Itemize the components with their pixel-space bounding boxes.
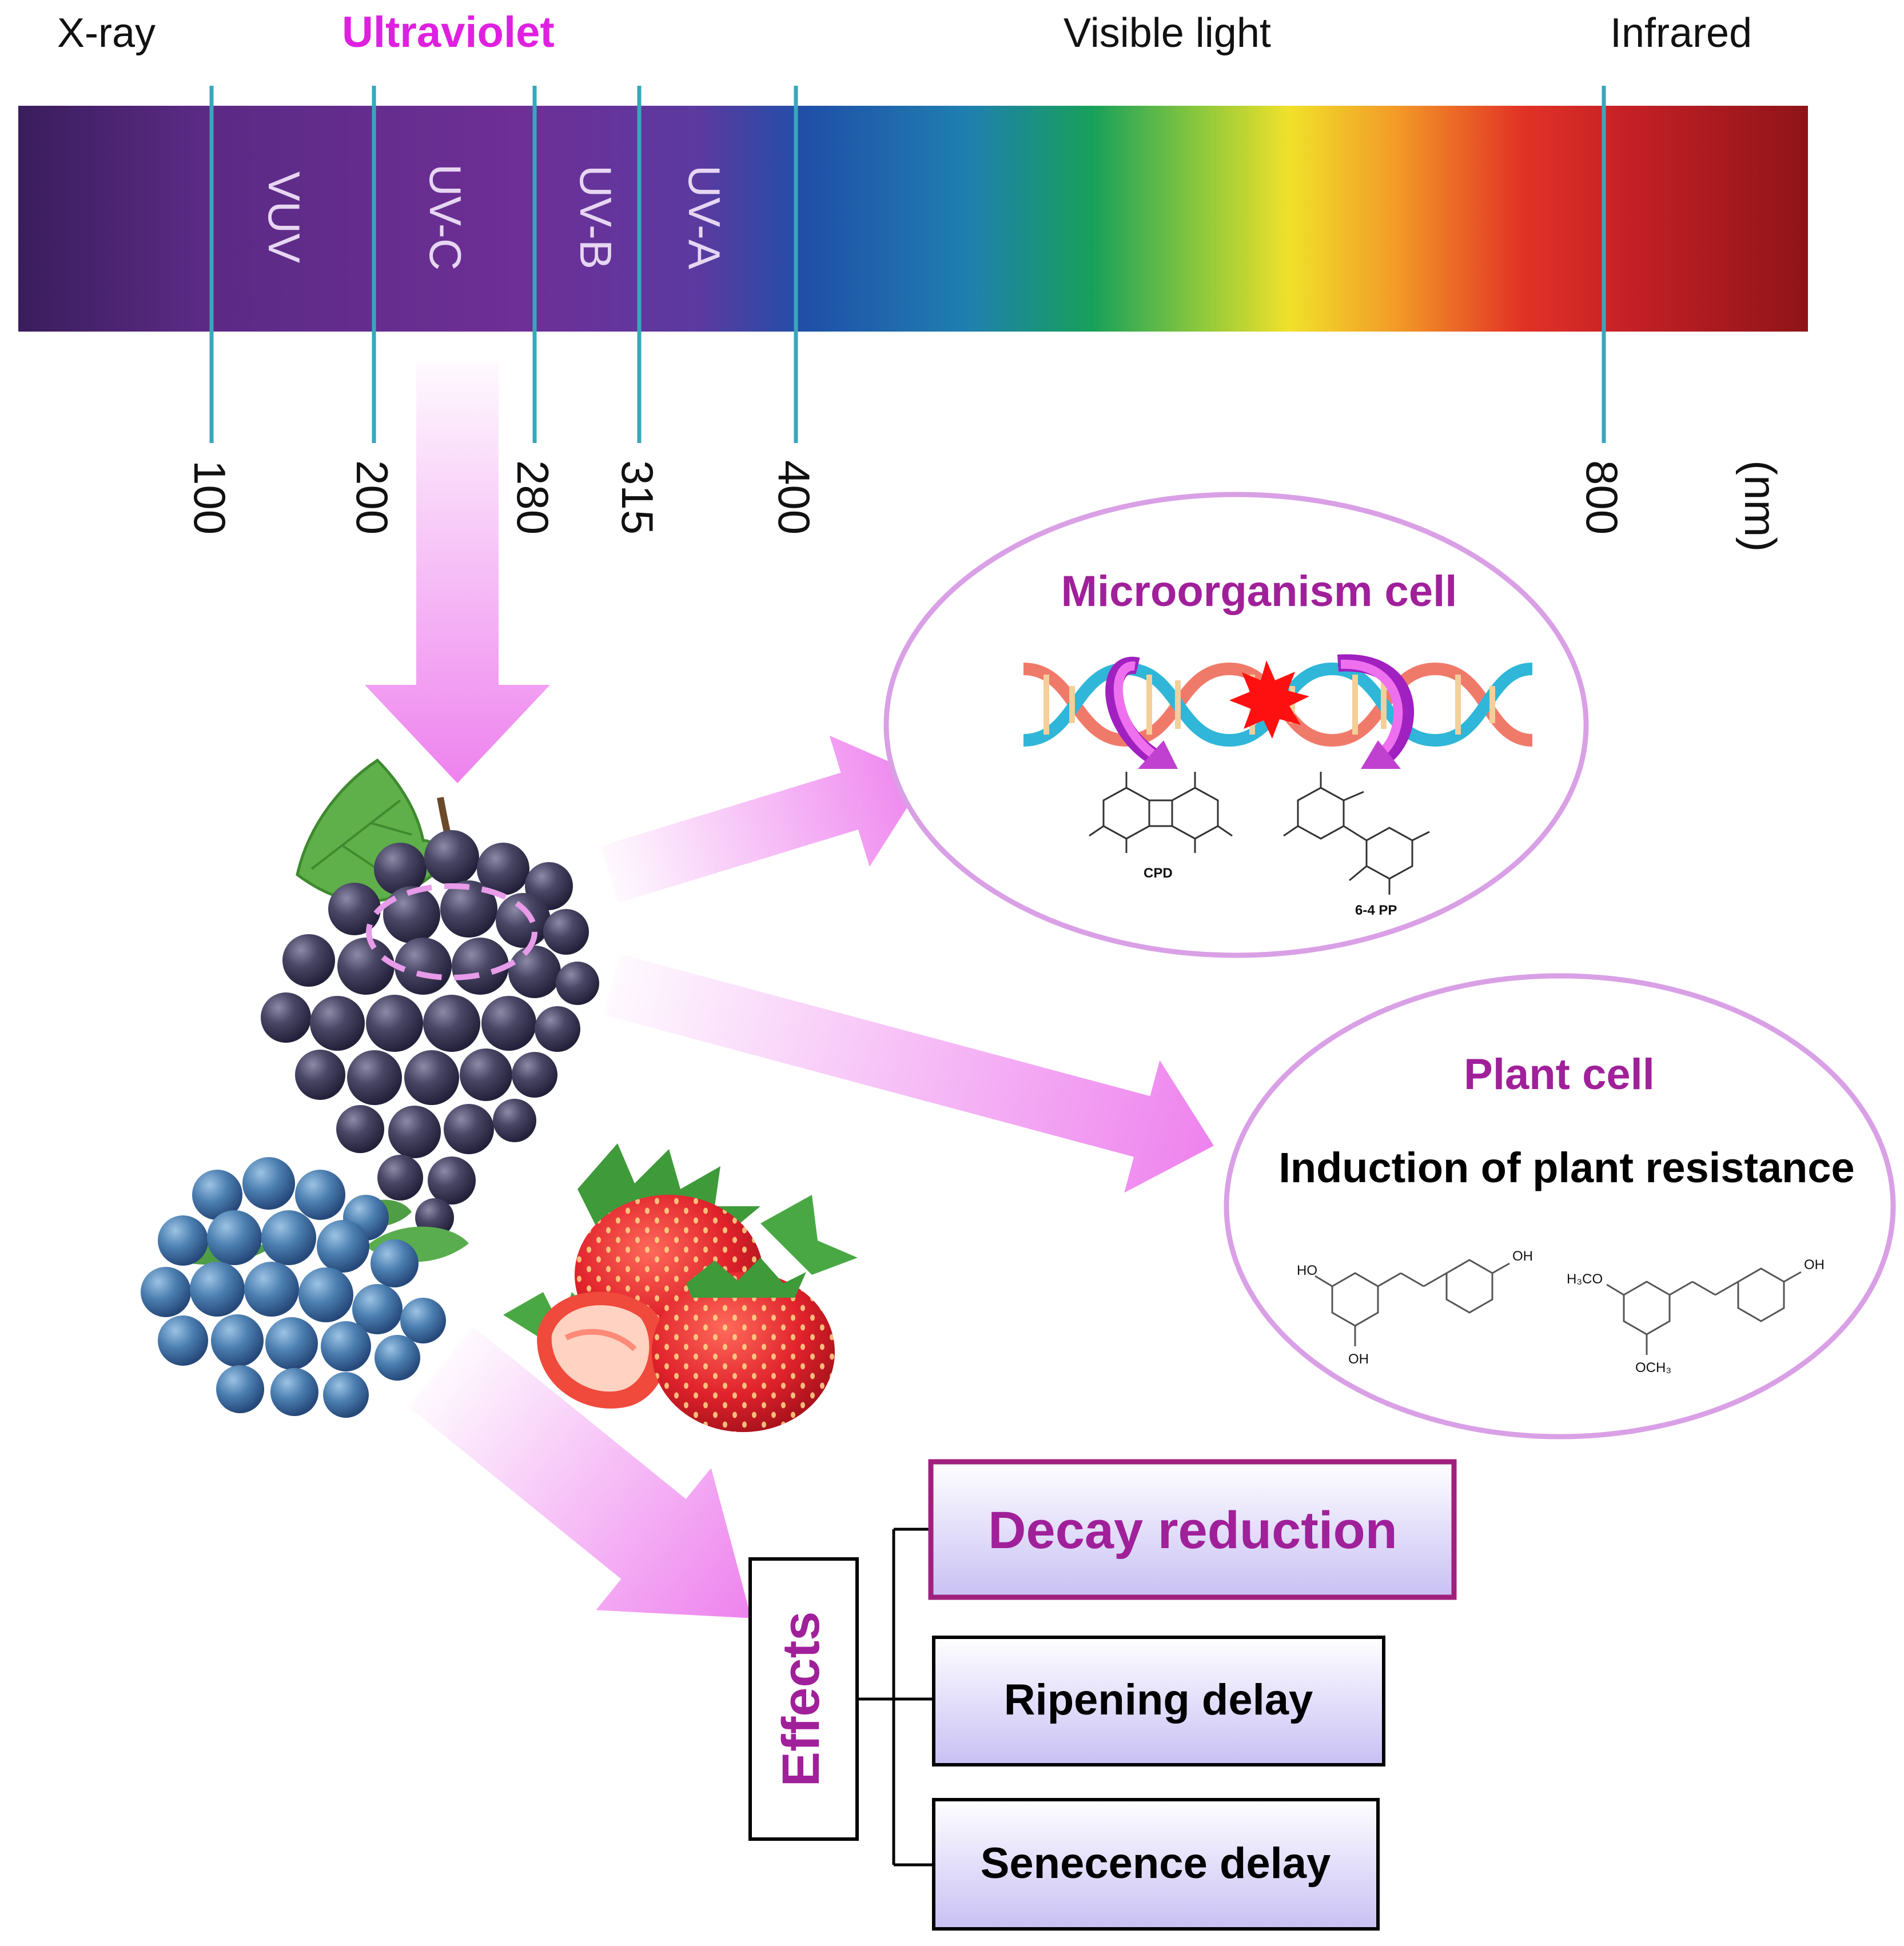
band-vuv: VUV <box>259 172 309 263</box>
microorganism-cell-title: Microorganism cell <box>1061 567 1457 616</box>
effects-label: Effects <box>772 1612 830 1787</box>
band-uvc: UV-C <box>420 164 471 270</box>
tick-label-315: 315 <box>612 460 663 535</box>
arrow-to-microorganism <box>600 735 926 903</box>
ultraviolet-label: Ultraviolet <box>342 8 555 57</box>
pterostilbene-oh-label: OH <box>1804 1257 1825 1273</box>
senescence-delay-label: Senecence delay <box>981 1839 1331 1888</box>
band-uvb: UV-B <box>571 165 621 269</box>
plant-cell-circle <box>1224 973 1896 1439</box>
decay-reduction-box <box>928 1459 1457 1600</box>
resveratrol-structure <box>1315 1259 1510 1346</box>
xray-label: X-ray <box>57 10 156 56</box>
tick-label-400: 400 <box>769 460 819 535</box>
effects-connectors <box>857 1528 934 1867</box>
dna-helix-icon <box>1023 654 1533 769</box>
infrared-label: Infrared <box>1610 10 1752 56</box>
target-region-ellipse <box>366 883 537 980</box>
band-uva: UV-A <box>679 165 730 269</box>
arrow-to-effects <box>408 1326 752 1618</box>
resveratrol-oh-top-label: OH <box>1512 1249 1533 1264</box>
spectrum-bar <box>18 106 1808 332</box>
plant-cell-panel: Plant cell Induction of plant resistance… <box>1224 973 1896 1439</box>
damage-burst-icon <box>1229 660 1309 739</box>
tick-label-100: 100 <box>185 460 235 535</box>
ripening-delay-box <box>932 1636 1385 1766</box>
band-labels: VUV UV-C UV-B UV-A <box>259 164 730 270</box>
pterostilbene-structure <box>1606 1267 1802 1355</box>
unit-label-nm: (nm) <box>1735 460 1786 552</box>
plant-cell-title: Plant cell <box>1464 1050 1655 1099</box>
ripening-delay-label: Ripening delay <box>1004 1676 1313 1724</box>
tick-label-800: 800 <box>1577 460 1627 535</box>
pp-label: 6-4 PP <box>1355 903 1397 918</box>
pterostilbene-h3co-label: H₃CO <box>1567 1271 1603 1287</box>
arrow-down <box>365 361 550 783</box>
senescence-delay-box <box>932 1798 1380 1931</box>
grapes <box>261 830 599 1237</box>
microorganism-cell-panel: Microorganism cell CPD <box>883 492 1589 958</box>
resveratrol-oh-bottom-label: OH <box>1348 1351 1369 1367</box>
resveratrol-ho-label: HO <box>1297 1263 1317 1278</box>
flow-arrows <box>365 361 1214 1618</box>
plant-cell-subtitle: Induction of plant resistance <box>1278 1144 1854 1191</box>
blueberries <box>141 1157 446 1418</box>
effects-section: Effects Decay reduction Ripening delay S… <box>748 1459 1457 1931</box>
strawberries-image <box>503 1143 858 1432</box>
cpd-structure <box>1089 772 1233 853</box>
visible-light-label: Visible light <box>1063 10 1271 56</box>
arrow-to-plant-cell <box>603 954 1214 1193</box>
microorganism-cell-circle <box>883 492 1589 958</box>
tick-label-280: 280 <box>508 460 558 535</box>
wavelength-ticks: 100 200 280 315 400 800 (nm) <box>185 460 1786 552</box>
tick-label-200: 200 <box>347 460 397 535</box>
grape-cluster-image <box>261 758 599 1237</box>
decay-reduction-label: Decay reduction <box>988 1501 1397 1560</box>
tick-lines <box>209 86 1606 443</box>
pterostilbene-och3-label: OCH₃ <box>1635 1360 1671 1375</box>
pp-structure <box>1283 772 1430 895</box>
blueberries-image <box>141 1157 469 1418</box>
cpd-label: CPD <box>1144 866 1173 881</box>
spectrum-section: X-ray Ultraviolet Visible light Infrared… <box>18 8 1808 552</box>
